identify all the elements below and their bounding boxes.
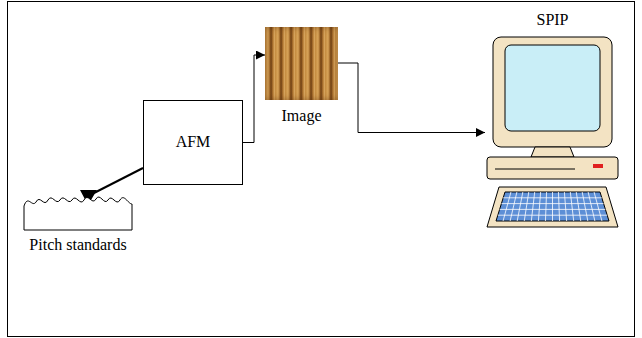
frame (8, 2, 635, 337)
arrow-connector (338, 63, 485, 133)
node-label: Pitch standards (29, 236, 126, 254)
pitch-standard-node: Pitch standards (22, 190, 134, 234)
computer-icon (485, 35, 620, 230)
process-box: AFM (143, 100, 243, 185)
image-node: Image (265, 27, 338, 100)
computer-node: SPIP (485, 35, 620, 230)
sample-profile (22, 190, 134, 234)
node-label: Image (282, 107, 322, 125)
arrow-connector (243, 55, 265, 143)
node-label: AFM (176, 133, 211, 151)
node-label: SPIP (536, 11, 568, 29)
cantilever (94, 168, 143, 193)
